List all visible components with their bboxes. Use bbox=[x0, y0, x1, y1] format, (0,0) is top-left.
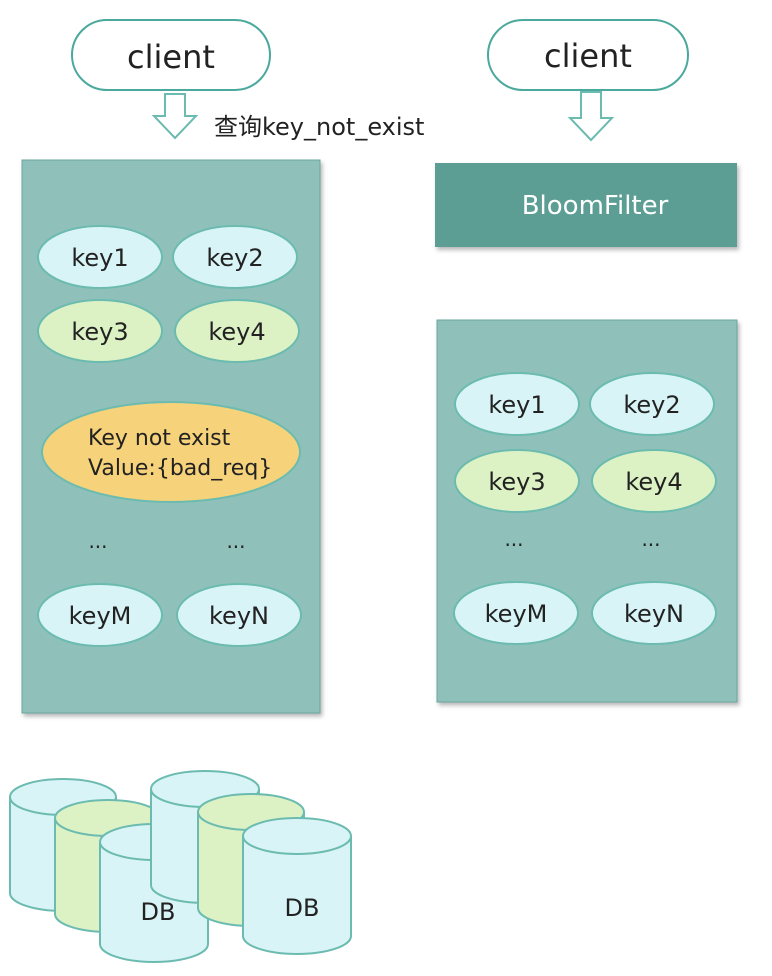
left-key-n: keyN bbox=[176, 583, 302, 647]
left-key-1: key1 bbox=[37, 225, 163, 289]
right-cache-panel: key1 key2 key3 key4 ... ... keyM keyN bbox=[436, 319, 738, 703]
right-client: client bbox=[487, 19, 689, 91]
left-key-4: key4 bbox=[174, 299, 300, 363]
left-ellipsis-2: ... bbox=[226, 529, 245, 553]
left-down-arrow-icon bbox=[151, 93, 199, 140]
db-cluster-right: DB bbox=[150, 770, 352, 955]
right-key-1: key1 bbox=[454, 372, 580, 436]
right-down-arrow-icon bbox=[567, 91, 615, 142]
right-key-4-label: key4 bbox=[625, 468, 682, 496]
right-key-3: key3 bbox=[454, 449, 580, 513]
db-label-2: DB bbox=[285, 894, 320, 922]
left-key-not-exist: Key not exist Value:{bad_req} bbox=[41, 401, 301, 503]
left-key-m: keyM bbox=[37, 583, 163, 647]
right-key-2: key2 bbox=[589, 372, 715, 436]
right-key-4: key4 bbox=[591, 449, 717, 513]
query-label: 查询key_not_exist bbox=[214, 113, 424, 141]
left-key-1-label: key1 bbox=[71, 244, 128, 272]
right-key-1-label: key1 bbox=[488, 391, 545, 419]
right-key-3-label: key3 bbox=[488, 468, 545, 496]
right-key-n-label: keyN bbox=[624, 600, 684, 628]
left-cache-panel: key1 key2 key3 key4 Key not exist Value:… bbox=[21, 159, 321, 714]
db-label-1: DB bbox=[141, 898, 176, 926]
right-client-label: client bbox=[544, 37, 632, 75]
left-client-label: client bbox=[127, 38, 215, 76]
right-key-m-label: keyM bbox=[485, 600, 548, 628]
database-icon: DB bbox=[242, 817, 352, 955]
db-cluster-left: DB bbox=[9, 778, 209, 963]
right-ellipsis-2: ... bbox=[641, 527, 660, 551]
left-key-2-label: key2 bbox=[206, 244, 263, 272]
left-key-m-label: keyM bbox=[69, 602, 132, 630]
left-key-3: key3 bbox=[37, 299, 163, 363]
right-key-2-label: key2 bbox=[623, 391, 680, 419]
key-not-exist-line2: Value:{bad_req} bbox=[88, 456, 272, 481]
left-client: client bbox=[71, 19, 271, 91]
bloom-filter-label: BloomFilter bbox=[522, 191, 669, 221]
bloom-filter: BloomFilter bbox=[435, 163, 737, 247]
left-key-4-label: key4 bbox=[208, 318, 265, 346]
right-key-n: keyN bbox=[591, 581, 717, 645]
left-ellipsis-1: ... bbox=[88, 529, 107, 553]
left-key-2: key2 bbox=[172, 225, 298, 289]
left-key-3-label: key3 bbox=[71, 318, 128, 346]
left-key-n-label: keyN bbox=[209, 602, 269, 630]
right-ellipsis-1: ... bbox=[504, 527, 523, 551]
right-key-m: keyM bbox=[453, 581, 579, 645]
key-not-exist-line1: Key not exist bbox=[88, 426, 231, 451]
